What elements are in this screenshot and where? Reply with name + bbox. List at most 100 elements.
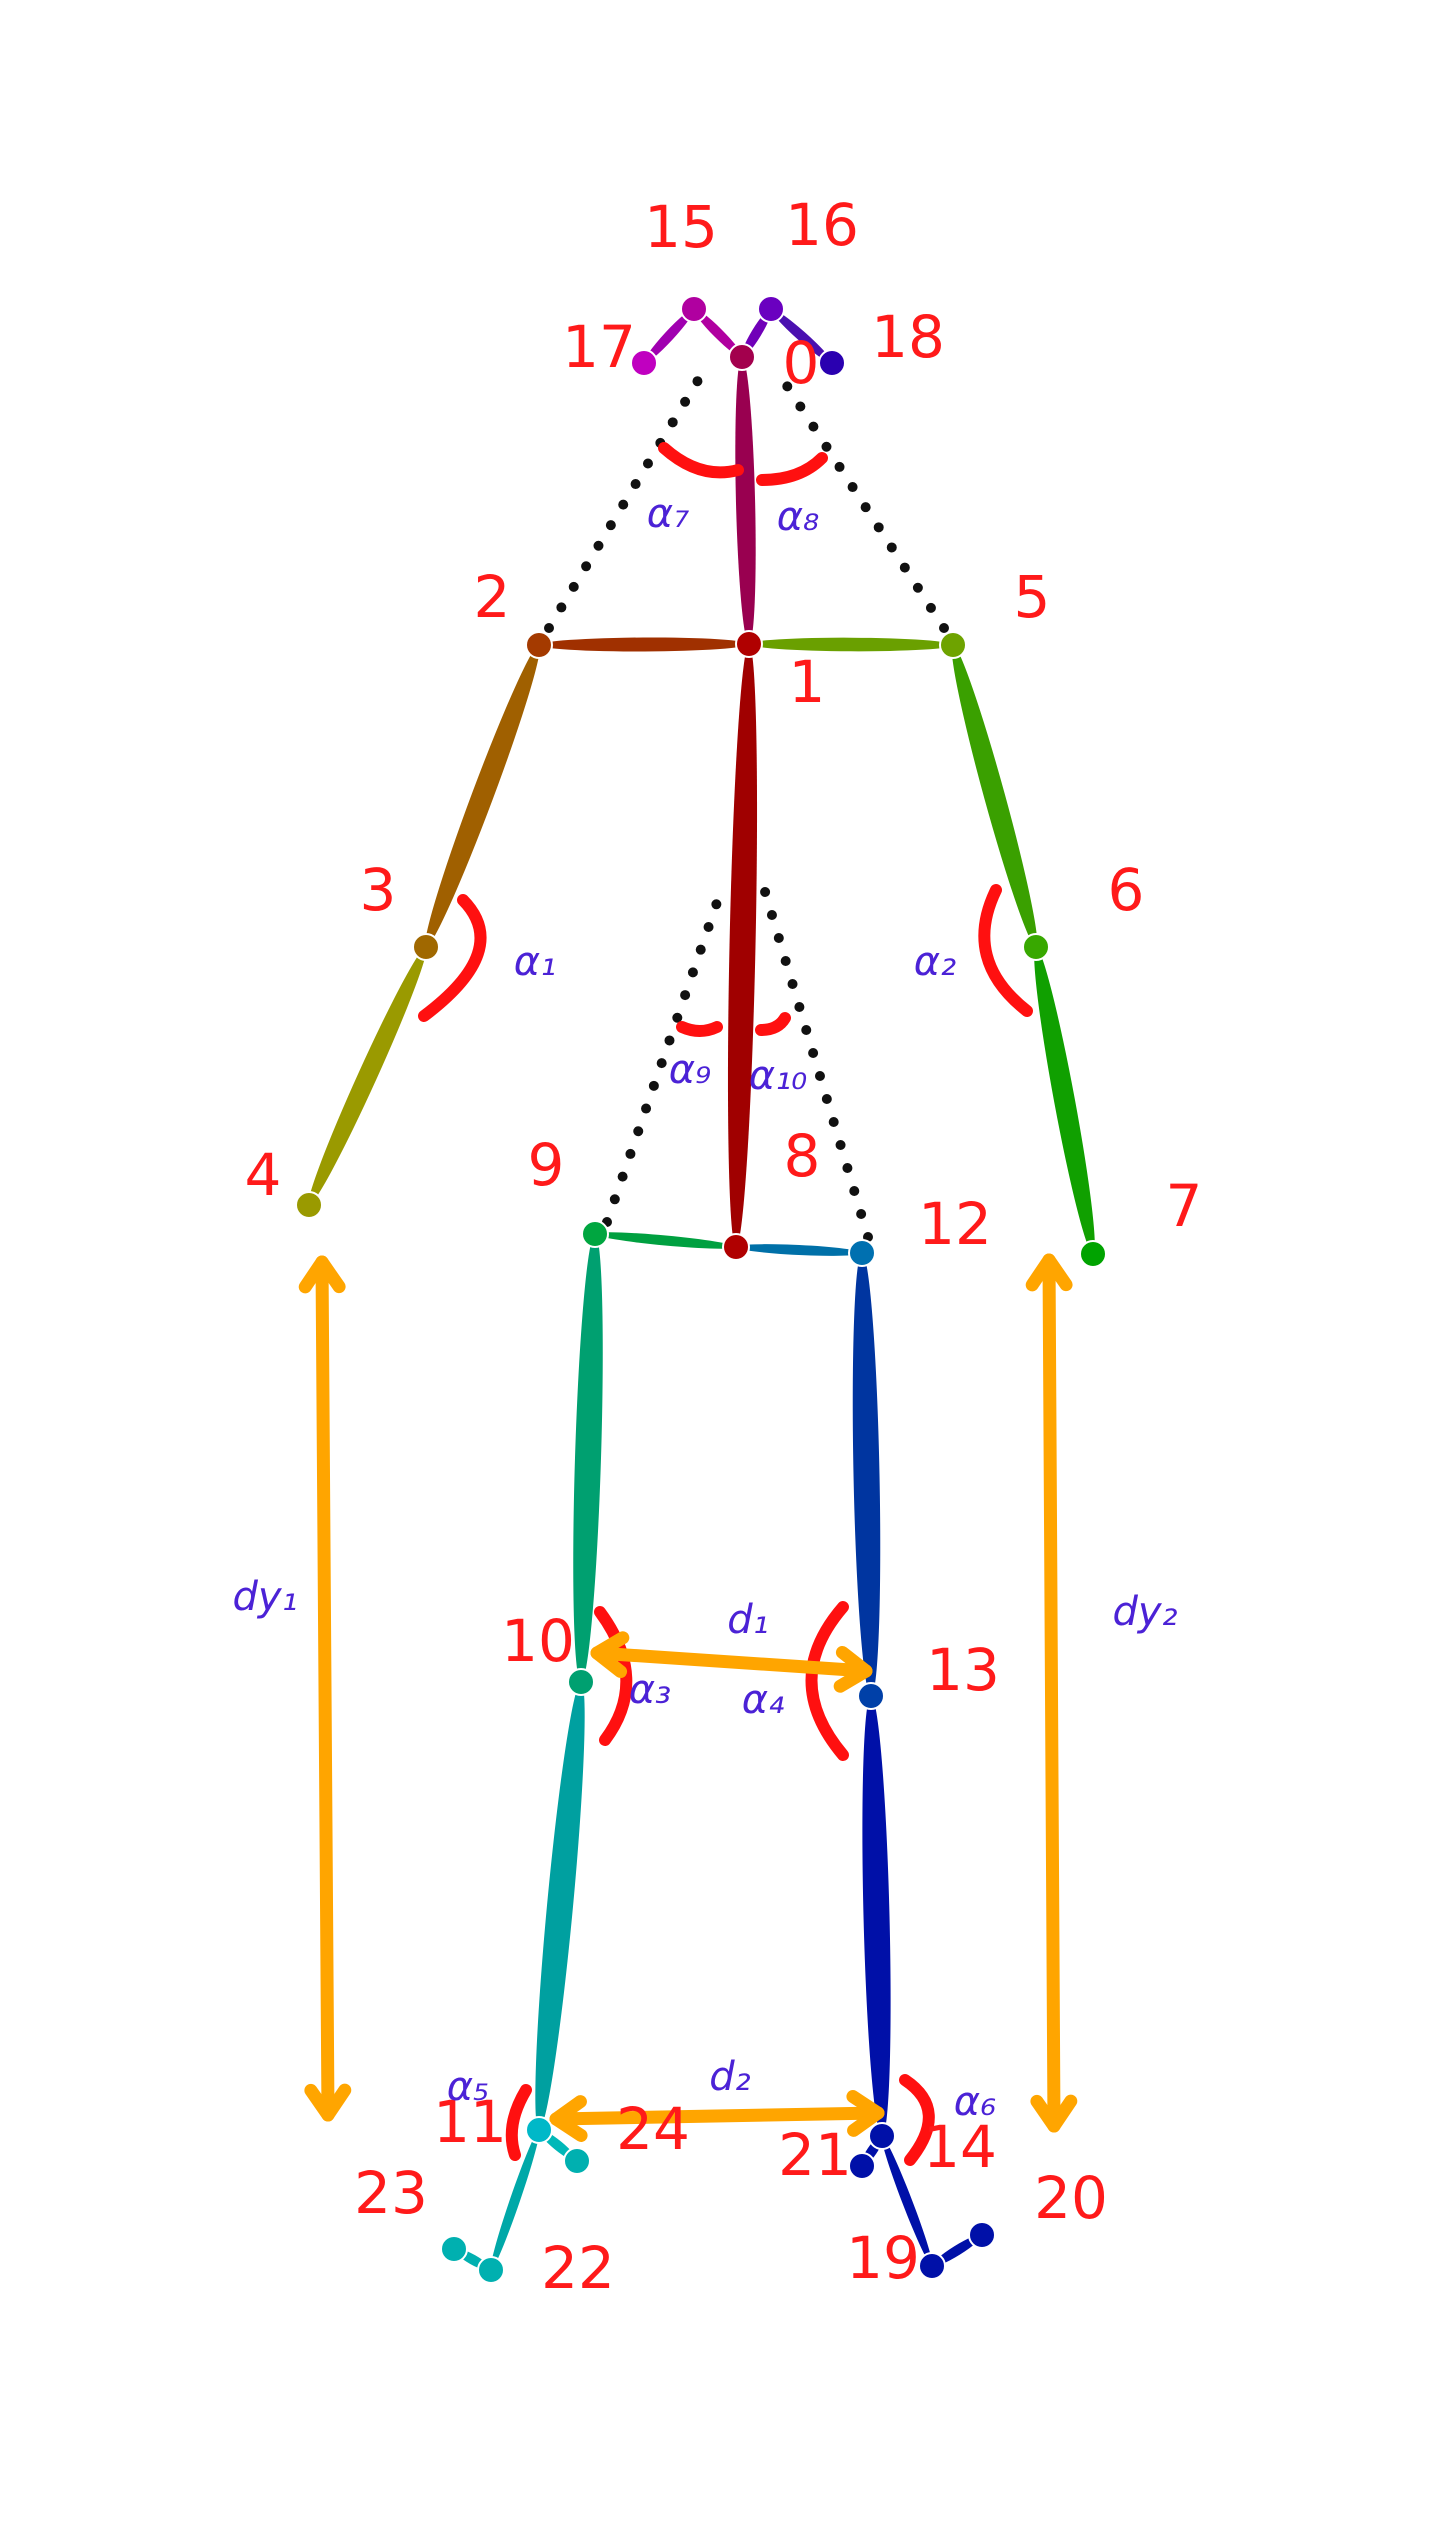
keypoint-label-22: 22 [541,2234,615,2302]
angle-label-alpha4: α₄ [742,1677,784,1723]
angle-label-alpha10: α₁₀ [749,1053,807,1099]
limb-8-12 [735,1244,863,1256]
distance-label-dy2: dy₂ [1112,1589,1177,1635]
keypoint-label-15: 15 [644,193,718,261]
joint-13 [857,1682,885,1710]
joint-9 [581,1220,609,1248]
limb-12-13 [852,1252,881,1697]
joint-20 [968,2221,996,2249]
distance-label-d2: d₂ [709,2054,750,2100]
angle-arc-alpha3 [594,1606,633,1746]
keypoint-label-10: 10 [501,1607,575,1675]
distance-arrow-dy2 [1025,1253,1078,2133]
angle-arc-alpha10 [755,1012,791,1036]
keypoint-label-12: 12 [918,1190,992,1258]
limb-0-1 [735,356,756,645]
joint-4 [295,1191,323,1219]
joint-14 [868,2122,896,2150]
keypoint-label-4: 4 [245,1141,282,1209]
keypoint-label-6: 6 [1108,856,1145,924]
joint-15 [680,295,708,323]
joint-22 [477,2256,505,2284]
angle-arc-alpha1 [418,894,487,1022]
angle-label-alpha1: α₁ [514,939,556,985]
angle-arc-alpha9 [676,1021,723,1037]
angle-arc-alpha5 [505,2084,532,2161]
angle-label-alpha6: α₆ [954,2079,996,2125]
angle-arc-alpha2 [978,884,1033,1017]
keypoint-label-3: 3 [360,856,397,924]
joint-6 [1022,933,1050,961]
keypoint-label-0: 0 [783,329,820,397]
angle-arc-alpha7 [658,442,744,479]
angle-arcs [418,442,1033,2166]
limb-1-5 [748,637,954,652]
distance-label-dy1: dy₁ [232,1574,297,1620]
distance-label-d1: d₁ [727,1597,768,1643]
limb-10-11 [535,1681,585,2131]
keypoint-label-24: 24 [616,2095,690,2163]
angle-arc-alpha6 [899,2074,935,2166]
angle-arc-alpha8 [756,452,828,486]
limb-16-18 [770,308,833,364]
joint-0 [728,343,756,371]
keypoint-label-2: 2 [474,563,511,631]
joint-16 [757,295,785,323]
keypoint-label-14: 14 [923,2113,997,2181]
joint-7 [1079,1240,1107,1268]
joint-18 [818,349,846,377]
joint-19 [918,2252,946,2280]
limb-3-4 [308,946,427,1206]
limb-1-2 [539,637,750,652]
limb-11-22 [490,2129,540,2271]
angle-label-alpha5: α₅ [447,2064,489,2110]
joint-17 [630,349,658,377]
joint-8 [722,1233,750,1261]
limb-14-19 [881,2135,933,2267]
joint-23 [440,2235,468,2263]
distance-arrows [298,1253,1078,2142]
limb-15-17 [643,308,695,364]
keypoint-label-20: 20 [1034,2164,1108,2232]
joint-10 [567,1668,595,1696]
joint-2 [525,631,553,659]
keypoint-label-5: 5 [1014,563,1051,631]
limb-13-14 [862,1695,891,2137]
angle-arc-alpha4 [805,1601,849,1761]
keypoint-label-19: 19 [846,2224,920,2292]
angle-label-alpha2: α₂ [914,939,956,985]
joint-11 [525,2116,553,2144]
joint-5 [939,631,967,659]
joint-1 [735,630,763,658]
limb-19-20 [931,2234,983,2267]
keypoint-label-23: 23 [354,2159,428,2227]
keypoint-label-18: 18 [871,303,945,371]
joint-21 [848,2152,876,2180]
keypoint-label-7: 7 [1166,1172,1203,1240]
angle-label-alpha7: α₇ [647,491,689,537]
dotted-guide-line [544,367,708,633]
limb-6-7 [1034,946,1095,1255]
limb-0-15 [693,308,743,358]
limbs [308,308,1095,2271]
angle-label-alpha9: α₉ [669,1047,711,1093]
keypoint-label-1: 1 [789,648,826,716]
joint-12 [848,1239,876,1267]
limb-8-9 [594,1232,737,1249]
joints [295,295,1107,2284]
distance-arrow-d1 [590,1631,873,1693]
distance-arrow-d2 [549,2090,885,2142]
keypoint-label-16: 16 [785,191,859,259]
keypoint-label-8: 8 [784,1122,821,1190]
joint-24 [563,2147,591,2175]
angle-label-alpha3: α₃ [629,1667,671,1713]
limb-1-8 [727,643,758,1248]
keypoint-label-9: 9 [528,1131,565,1199]
dotted-angle-guides [544,367,949,1242]
keypoint-label-21: 21 [778,2121,852,2189]
dotted-guide-line [773,367,949,633]
